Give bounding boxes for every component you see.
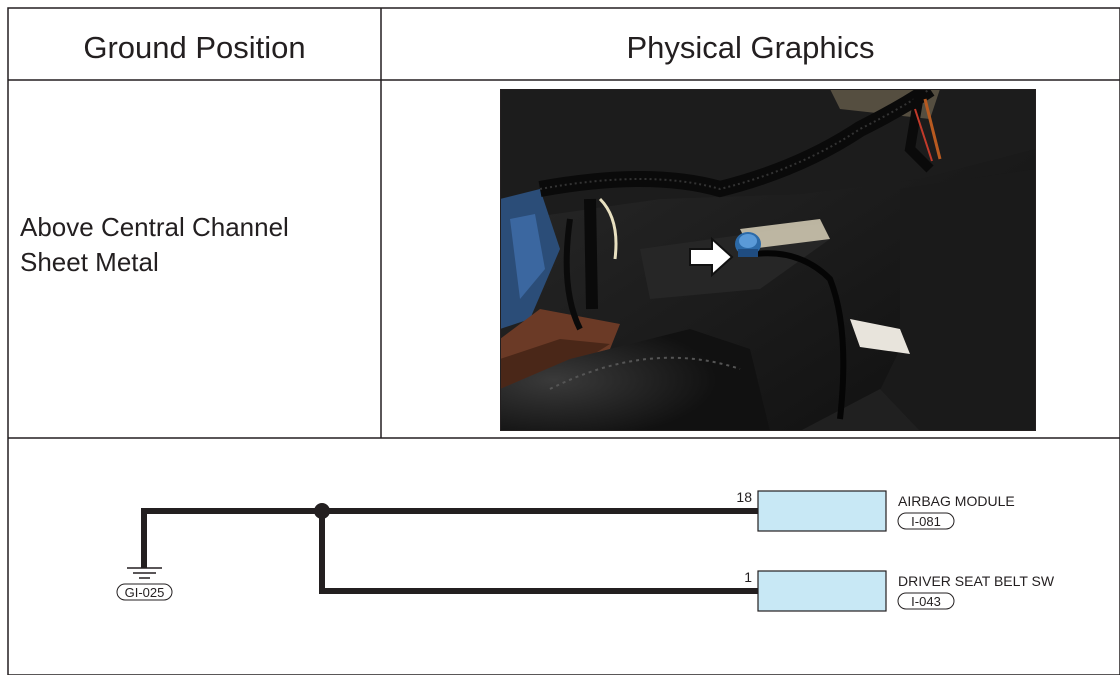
ground-bolt-photo	[500, 89, 1036, 431]
airbag-module-name: AIRBAG MODULE	[898, 493, 1015, 509]
airbag-pin-number: 18	[736, 489, 752, 505]
seat-belt-pin-number: 1	[744, 569, 752, 585]
seat-belt-switch-connector	[757, 570, 887, 612]
header-ground-position: Ground Position	[83, 30, 306, 65]
airbag-module-connector	[757, 490, 887, 532]
wire-main	[141, 508, 758, 568]
ground-location-line2: Sheet Metal	[20, 247, 159, 277]
airbag-connector-pill	[897, 512, 955, 530]
splice-point	[314, 503, 330, 519]
wiring-diagram: GI-025 18 AIRBAG MODULE I-081 1 DRIVER S…	[116, 489, 1055, 612]
wire-branch	[319, 511, 758, 594]
ground-location-line1: Above Central Channel	[20, 212, 289, 242]
ground-symbol-icon	[127, 567, 162, 579]
seat-belt-connector-pill	[897, 592, 955, 610]
seat-belt-connector-id: I-043	[911, 594, 941, 609]
ground-label: GI-025	[125, 585, 165, 600]
header-physical-graphics: Physical Graphics	[626, 30, 875, 65]
photo-drawing	[500, 89, 1036, 431]
ground-label-pill	[116, 583, 173, 601]
arrow-icon	[689, 236, 734, 278]
ground-location: Above Central Channel Sheet Metal	[20, 210, 370, 280]
table-border	[7, 7, 1120, 675]
airbag-connector-id: I-081	[911, 514, 941, 529]
seat-belt-switch-name: DRIVER SEAT BELT SW	[898, 573, 1055, 589]
